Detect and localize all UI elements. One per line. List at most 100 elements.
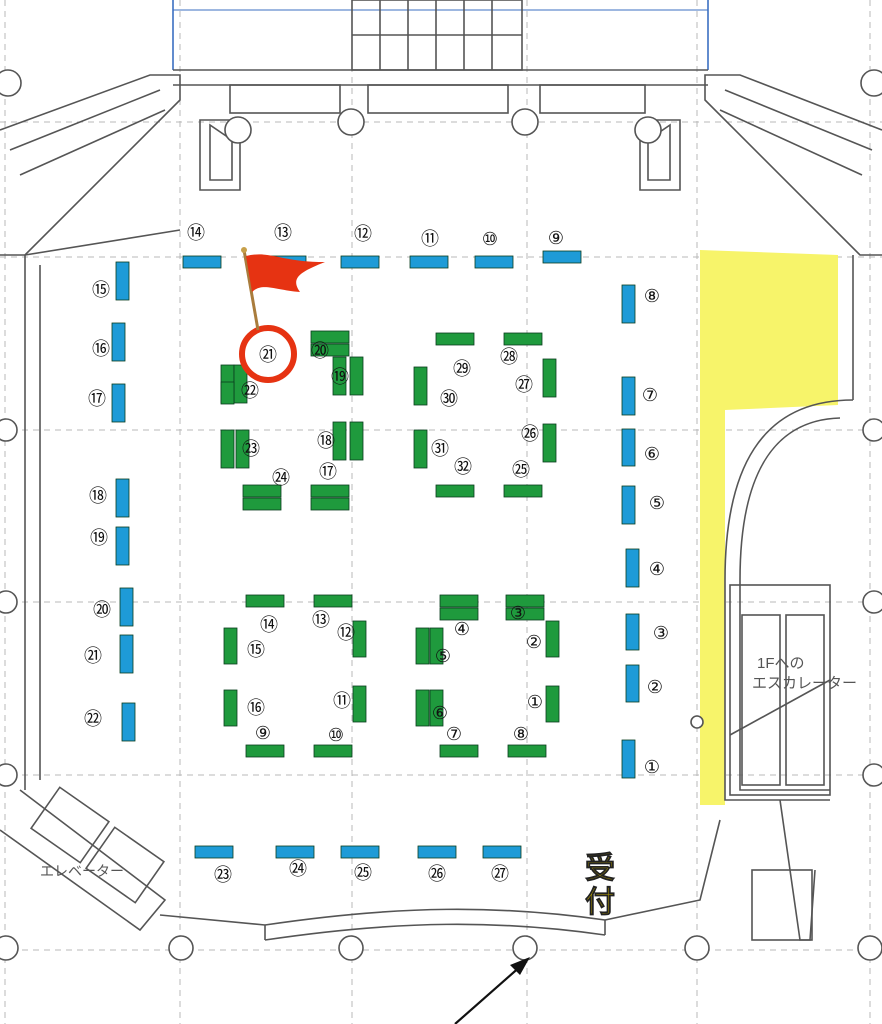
- blue-booth-18[interactable]: ⑱: [89, 478, 130, 518]
- blue-booth-label: ⑬: [274, 223, 292, 244]
- blue-booth-5[interactable]: ⑤: [621, 485, 665, 525]
- green-booth-30[interactable]: ㉚: [413, 366, 458, 410]
- green-booth-9[interactable]: ⑨: [245, 723, 285, 758]
- green-booth-rect: [245, 594, 285, 608]
- green-booth-rect: [242, 484, 282, 498]
- blue-booth-label: ⑭: [187, 223, 205, 244]
- blue-booth-9[interactable]: ⑨: [542, 228, 582, 264]
- blue-booth-2[interactable]: ②: [625, 664, 663, 703]
- reception-label: 受 付: [585, 851, 616, 921]
- green-booth-6[interactable]: ⑥: [415, 689, 448, 727]
- blue-booth-10[interactable]: ⑩: [474, 229, 514, 269]
- blue-booth-8[interactable]: ⑧: [621, 284, 660, 324]
- blue-booth-1[interactable]: ①: [621, 739, 660, 779]
- green-booth-rect: [310, 484, 350, 498]
- green-booth-23[interactable]: ㉓: [220, 429, 260, 469]
- green-booth-label: ㉔: [272, 468, 290, 489]
- green-booth-26[interactable]: ㉖: [521, 423, 557, 463]
- blue-booth-16[interactable]: ⑯: [92, 322, 126, 362]
- blue-booth-rect: [340, 255, 380, 269]
- blue-booth-22[interactable]: ㉒: [84, 702, 136, 742]
- green-booth-8[interactable]: ⑧: [507, 724, 547, 758]
- green-booth-rect: [332, 421, 347, 461]
- green-booth-rect: [310, 343, 350, 357]
- blue-booth-rect: [115, 526, 130, 566]
- green-booth-label: ②: [526, 632, 542, 653]
- green-booth-24[interactable]: ㉔: [242, 468, 290, 511]
- blue-booth-4[interactable]: ④: [625, 548, 665, 588]
- green-booth-20[interactable]: ⑳: [310, 330, 350, 362]
- green-booth-28[interactable]: ㉘: [500, 332, 543, 368]
- blue-booth-label: ㉓: [214, 865, 232, 886]
- building-walls: [0, 0, 882, 941]
- green-booth-13[interactable]: ⑬: [312, 594, 353, 631]
- blue-booth-14[interactable]: ⑭: [182, 223, 222, 269]
- green-booth-1[interactable]: ①: [527, 685, 560, 723]
- green-booth-rect: [545, 685, 560, 723]
- blue-booth-label: ⑯: [92, 339, 110, 360]
- green-booth-rect: [413, 429, 428, 469]
- blue-booth-20[interactable]: ⑳: [93, 587, 134, 627]
- marker-ring: [239, 325, 297, 383]
- blue-booth-3[interactable]: ③: [625, 613, 669, 651]
- blue-booth-7[interactable]: ⑦: [621, 376, 658, 416]
- green-booth-label: ⑯: [247, 698, 265, 719]
- highlight-zone: [700, 250, 838, 805]
- blue-booth-17[interactable]: ⑰: [88, 383, 126, 423]
- green-booth-label: ㉖: [521, 424, 539, 445]
- blue-booth-label: ㉔: [289, 859, 307, 880]
- blue-booth-23[interactable]: ㉓: [194, 845, 234, 886]
- blue-booth-24[interactable]: ㉔: [275, 845, 315, 880]
- green-booth-25[interactable]: ㉕: [503, 460, 543, 498]
- blue-booth-15[interactable]: ⑮: [92, 261, 130, 301]
- green-booth-14[interactable]: ⑭: [245, 594, 285, 636]
- green-booth-rect: [242, 497, 282, 511]
- blue-booth-19[interactable]: ⑲: [90, 526, 130, 566]
- blue-booth-rect: [111, 322, 126, 362]
- green-booth-rect: [310, 497, 350, 511]
- blue-booth-label: ⑰: [88, 389, 106, 410]
- green-booth-27[interactable]: ㉗: [515, 358, 557, 398]
- green-booth-rect: [503, 332, 543, 346]
- green-booth-rect: [435, 332, 475, 346]
- green-booth-rect: [429, 689, 444, 727]
- green-booth-18[interactable]: ⑱: [317, 421, 364, 461]
- green-booth-2[interactable]: ②: [526, 620, 560, 658]
- green-booth-4[interactable]: ④: [439, 594, 479, 640]
- blue-booth-label: ④: [649, 559, 665, 580]
- green-booth-12[interactable]: ⑫: [337, 620, 367, 658]
- blue-booth-label: ⑦: [642, 385, 658, 406]
- green-booth-16[interactable]: ⑯: [223, 689, 265, 727]
- green-booth-label: ⑫: [337, 623, 355, 644]
- blue-booth-25[interactable]: ㉕: [340, 845, 380, 884]
- green-booth-11[interactable]: ⑪: [333, 685, 367, 723]
- blue-booth-12[interactable]: ⑫: [340, 224, 380, 269]
- green-booth-label: ⑳: [311, 341, 329, 362]
- green-booth-rect: [332, 356, 347, 396]
- blue-booth-27[interactable]: ㉗: [482, 845, 522, 885]
- green-booth-19[interactable]: ⑲: [331, 356, 364, 396]
- green-booth-32[interactable]: ㉜: [435, 457, 475, 498]
- green-booth-3[interactable]: ③: [505, 594, 545, 624]
- blue-booth-label: ⑳: [93, 600, 111, 621]
- green-booth-label: ㉗: [515, 375, 533, 396]
- green-booth-label: ⑩: [328, 725, 344, 746]
- green-booth-label: ③: [510, 603, 526, 624]
- blue-booth-6[interactable]: ⑥: [621, 428, 660, 467]
- green-booth-rect: [439, 744, 479, 758]
- green-booth-label: ㉒: [241, 381, 259, 402]
- green-booth-10[interactable]: ⑩: [313, 725, 353, 758]
- green-booth-5[interactable]: ⑤: [415, 627, 451, 667]
- blue-booth-21[interactable]: ㉑: [84, 634, 134, 674]
- green-booth-17[interactable]: ⑰: [310, 462, 350, 511]
- svg-text:付: 付: [585, 885, 615, 920]
- blue-booth-11[interactable]: ⑪: [409, 229, 449, 269]
- green-booth-31[interactable]: ㉛: [413, 429, 449, 469]
- blue-booth-label: ⑮: [92, 280, 110, 301]
- blue-booth-26[interactable]: ㉖: [417, 845, 457, 885]
- green-booth-29[interactable]: ㉙: [435, 332, 475, 380]
- blue-booth-rect: [417, 845, 457, 859]
- green-booth-15[interactable]: ⑮: [223, 627, 265, 665]
- green-booth-22[interactable]: ㉒: [220, 381, 259, 405]
- green-booth-7[interactable]: ⑦: [439, 724, 479, 758]
